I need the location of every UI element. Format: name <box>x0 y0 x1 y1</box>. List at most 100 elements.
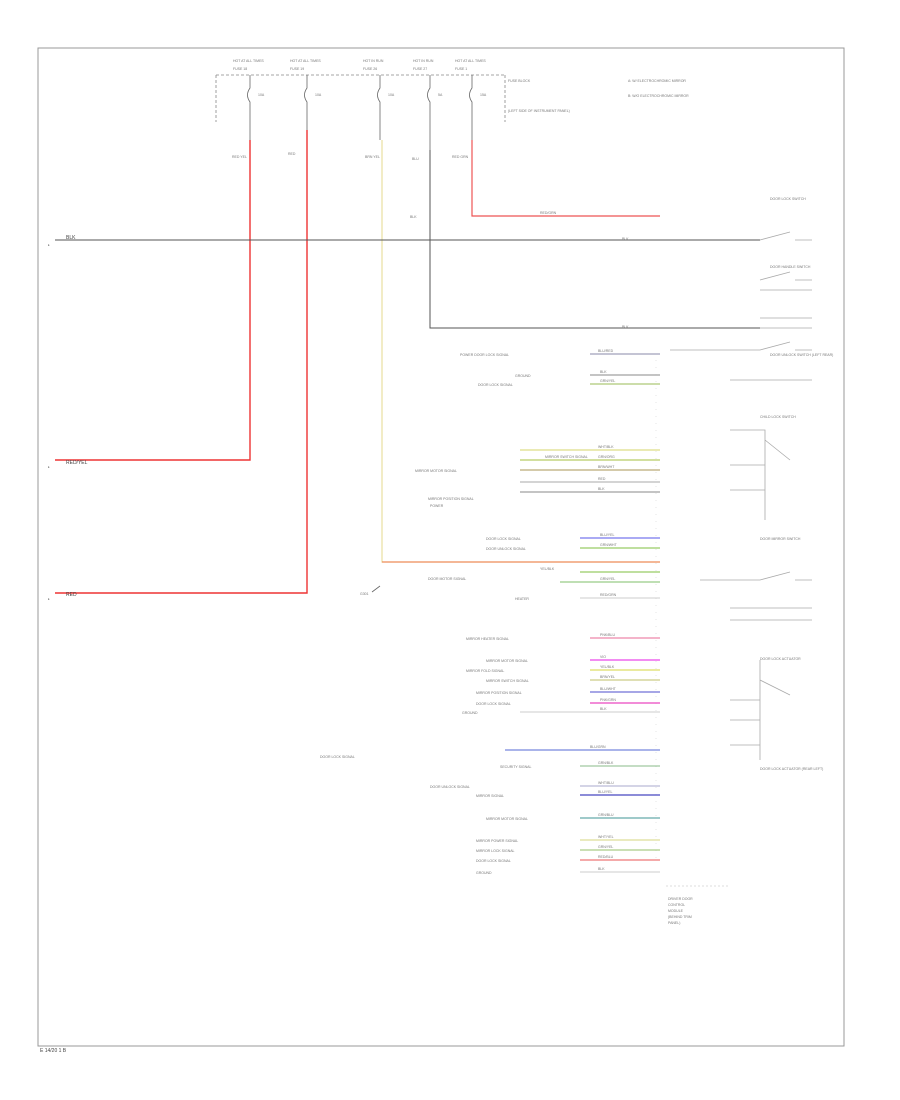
conn2-wire-2: BRN/WHT <box>598 465 615 469</box>
mid-label-2: BLK <box>622 325 629 329</box>
conn1-wire-1: BLK <box>600 370 607 374</box>
conn4-wire-6: BLK <box>600 707 607 711</box>
conn5-label-7: DOOR LOCK SIGNAL <box>476 859 511 863</box>
conn2-label-0: MIRROR POSITION SIGNAL <box>428 497 474 501</box>
bottom-module-label: DRIVER DOOR CONTROL MODULE (BEHIND TRIM … <box>666 885 730 925</box>
fuse-5: HOT AT ALL TIMES FUSE 1 15A <box>455 59 487 140</box>
conn4-wire-3: BRN/YEL <box>600 675 615 679</box>
conn5-wire-1: GRN/BLK <box>598 761 614 765</box>
connector-group-4: MIRROR HEATER SIGNAL PNK/BLU MIRROR MOTO… <box>462 633 660 715</box>
conn3-wire-3: GRN/YEL <box>600 577 615 581</box>
fuse-3-name: FUSE 26 <box>363 67 377 71</box>
right-component-6: DOOR LOCK ACTUATOR <box>760 657 801 661</box>
fuse-4: HOT IN RUN FUSE 27 5A <box>413 59 443 150</box>
conn2-wire-1: GRN/ORG <box>598 455 615 459</box>
fuse-4-top-label: HOT IN RUN <box>413 59 434 63</box>
conn4-wire-0: PNK/BLU <box>600 633 615 637</box>
fuse-5-amp: 15A <box>480 93 487 97</box>
right-component-1: DOOR LOCK SWITCH <box>770 197 806 201</box>
conn3-label-0: DOOR LOCK SIGNAL <box>486 537 521 541</box>
right-component-4: CHILD LOCK SWITCH <box>760 415 796 419</box>
conn5-label-0: DOOR LOCK SIGNAL <box>320 755 355 759</box>
conn2-label-1: MIRROR SWITCH SIGNAL <box>545 455 588 459</box>
left-arrow-2: ▸ <box>48 465 50 469</box>
fuse-3: HOT IN RUN FUSE 26 10A <box>363 59 395 140</box>
connector-group-2: WHT/BLK MIRROR SWITCH SIGNAL GRN/ORG MIR… <box>415 445 660 508</box>
conn4-wire-1: VIO <box>600 655 606 659</box>
conn1-label-2: DOOR LOCK SIGNAL <box>478 383 513 387</box>
left-arrow-3: ▸ <box>48 597 50 601</box>
conn5-wire-6: GRN/YEL <box>598 845 613 849</box>
conn2-wire-0: WHT/BLK <box>598 445 614 449</box>
right-component-3: DOOR UNLOCK SWITCH (LEFT REAR) <box>770 353 833 357</box>
conn5-label-5: MIRROR POWER SIGNAL <box>476 839 518 843</box>
legend-item-a: A: W/ ELECTROCHROMIC MIRROR <box>628 79 686 83</box>
conn4-label-4: MIRROR POSITION SIGNAL <box>476 691 522 695</box>
conn5-wire-5: WHT/YEL <box>598 835 614 839</box>
conn5-label-6: MIRROR LOCK SIGNAL <box>476 849 515 853</box>
conn4-label-3: MIRROR SWITCH SIGNAL <box>486 679 529 683</box>
conn5-label-2: DOOR UNLOCK SIGNAL <box>430 785 470 789</box>
conn3-label-4: HEATER <box>515 597 529 601</box>
fuse-1-top-label: HOT AT ALL TIMES <box>233 59 264 63</box>
left-arrow-1: ▸ <box>48 243 50 247</box>
wire-label-fuse3: BRN YEL <box>365 155 380 159</box>
conn3-wire-0: BLU/YEL <box>600 533 614 537</box>
fuse-5-top-label: HOT AT ALL TIMES <box>455 59 486 63</box>
conn2-wire-3: RED <box>598 477 606 481</box>
conn3-label-1: DOOR UNLOCK SIGNAL <box>486 547 526 551</box>
conn4-wire-5: PNK/GRN <box>600 698 616 702</box>
right-components: DOOR LOCK SWITCH DOOR HANDLE SWITCH DOOR… <box>760 197 833 771</box>
wire-label-redgrn: RED/GRN <box>540 211 557 215</box>
fuse-4-name: FUSE 27 <box>413 67 427 71</box>
conn4-wire-2: YEL/BLK <box>600 665 615 669</box>
diagram-frame <box>37 47 845 1047</box>
wire-red-yel <box>55 140 251 461</box>
right-switches <box>670 231 812 760</box>
conn4-label-6: GROUND <box>462 711 478 715</box>
bottom-module-line-2: MODULE <box>668 909 684 913</box>
conn5-wire-2: WHT/BLU <box>598 781 614 785</box>
conn5-wire-3: BLU/YEL <box>598 790 612 794</box>
wire-label-fuse4: BLU <box>412 157 419 161</box>
connector-group-5: DOOR LOCK SIGNAL BLU/GRN SECURITY SIGNAL… <box>320 745 660 875</box>
conn1-label-0: POWER DOOR LOCK SIGNAL <box>460 353 509 357</box>
conn2-label-3: POWER <box>430 504 444 508</box>
conn5-wire-8: BLK <box>598 867 605 871</box>
conn4-label-1: MIRROR MOTOR SIGNAL <box>486 659 528 663</box>
conn2-wire-4: BLK <box>598 487 605 491</box>
ground-label: G301 <box>360 592 369 596</box>
right-component-5: DOOR MIRROR SWITCH <box>760 537 801 541</box>
conn4-wire-4: BLU/WHT <box>600 687 617 691</box>
bottom-module-line-1: CONTROL <box>668 903 685 907</box>
conn5-wire-0: BLU/GRN <box>590 745 606 749</box>
conn5-wire-7: RED/BLU <box>598 855 614 859</box>
conn3-wire-1: GRN/WHT <box>600 543 618 547</box>
conn5-label-1: SECURITY SIGNAL <box>500 765 531 769</box>
conn2-label-2: MIRROR MOTOR SIGNAL <box>415 469 457 473</box>
conn3-label-2: DOOR MOTOR SIGNAL <box>428 577 466 581</box>
conn4-label-0: MIRROR HEATER SIGNAL <box>466 637 509 641</box>
fuse-3-amp: 10A <box>388 93 395 97</box>
fuse-4-amp: 5A <box>438 93 443 97</box>
conn1-label-1: GROUND <box>515 374 531 378</box>
fuse-2-amp: 10A <box>315 93 322 97</box>
fuse-1-name: FUSE 18 <box>233 67 247 71</box>
fuse-2-top-label: HOT AT ALL TIMES <box>290 59 321 63</box>
conn5-label-8: GROUND <box>476 871 492 875</box>
fuse-1-amp: 10A <box>258 93 265 97</box>
wire-red-grn <box>471 140 660 217</box>
fuse-block-outline <box>215 74 506 122</box>
fuse-2-name: FUSE 19 <box>290 67 304 71</box>
conn3-wire-2: YEL/BLK <box>540 567 555 571</box>
mid-label-1: BLK <box>622 237 629 241</box>
left-wire-label-blk: BLK <box>66 235 76 241</box>
fuse-5-name: FUSE 1 <box>455 67 467 71</box>
wire-red <box>55 130 308 594</box>
wire-blk-fuse4 <box>429 150 760 329</box>
conn4-label-2: MIRROR FOLD SIGNAL <box>466 669 504 673</box>
conn4-label-5: DOOR LOCK SIGNAL <box>476 702 511 706</box>
wire-label-fuse2: RED <box>288 152 296 156</box>
footer-code: E 14/20 1 B <box>40 1048 67 1054</box>
wire-brn-yel <box>381 140 660 563</box>
